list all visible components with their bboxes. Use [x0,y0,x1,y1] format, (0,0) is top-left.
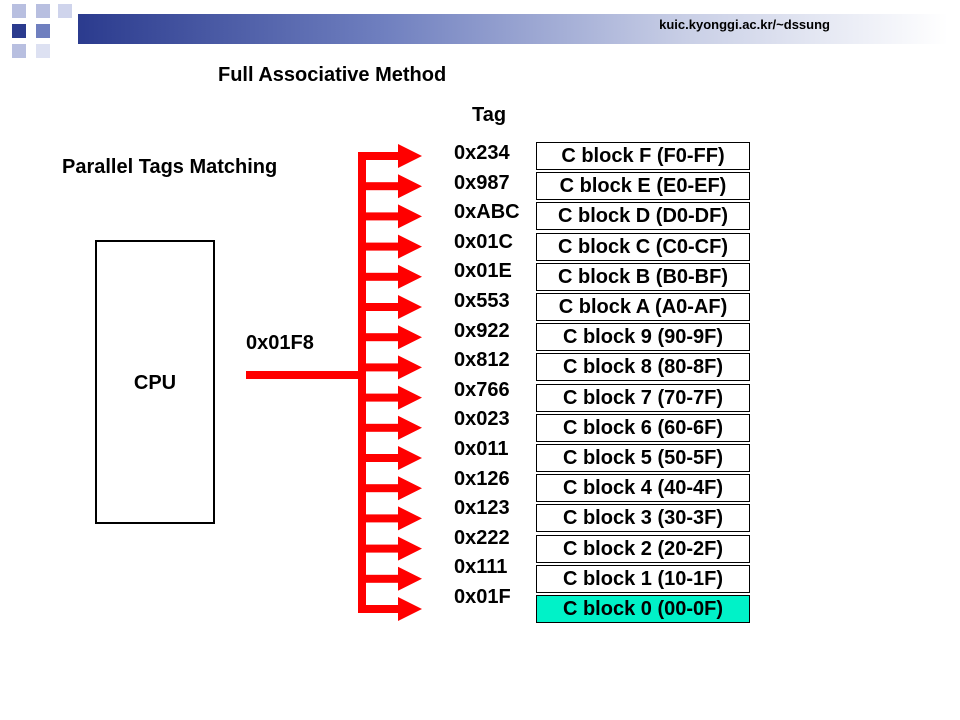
cache-block: C block F (F0-FF) [536,142,750,170]
arrow-bus [358,152,366,613]
arrow-head [398,264,422,289]
cache-block: C block 3 (30-3F) [536,504,750,533]
arrow-head [398,144,422,168]
arrow-head [398,174,422,199]
tag-value: 0x234 [454,142,510,164]
cache-block: C block D (D0-DF) [536,202,750,231]
arrow-head [398,355,422,380]
arrow-shaft [358,605,400,613]
arrow-head [398,476,422,501]
address-label: 0x01F8 [246,332,314,354]
tag-value: 0x553 [454,290,510,312]
parallel-tags-label: Parallel Tags Matching [62,156,278,178]
tag-value: 0x987 [454,171,510,194]
cache-block: C block E (E0-EF) [536,172,750,201]
tag-value: 0x011 [454,438,509,460]
header-square-5 [36,24,50,38]
tag-value: 0x01C [454,230,513,253]
arrow-head [398,536,422,561]
cache-block: C block 5 (50-5F) [536,444,750,472]
header-bar [78,14,948,44]
header-square-6 [12,44,26,58]
cache-block: C block 4 (40-4F) [536,474,750,503]
header-square-3 [58,4,72,18]
cache-block: C block 1 (10-1F) [536,564,750,593]
arrow-shaft [358,393,400,402]
arrow-shaft [358,242,400,251]
slide-title: Full Associative Method [218,64,447,86]
arrow-shaft [358,212,400,221]
tag-value: 0x126 [454,467,510,490]
site-url: kuic.kyonggi.ac.kr/~dssung [659,17,830,32]
arrow-shaft [358,152,400,160]
cache-block: C block A (A0-AF) [536,293,750,321]
arrow-head [398,204,422,229]
arrow-head [398,566,422,591]
arrow-shaft [358,363,400,372]
arrow-head [398,506,422,531]
tag-value: 0x222 [454,526,510,549]
tag-column-header: Tag [472,104,507,126]
header-square-7 [36,44,50,58]
tag-value: 0xABC [454,201,520,224]
arrow-shaft [358,544,400,553]
arrow-shaft [358,333,400,342]
arrow-head [398,325,422,350]
cache-block: C block B (B0-BF) [536,262,750,291]
arrow-head [398,446,422,470]
cpu-box: CPU [95,240,215,524]
cache-block-hit: C block 0 (00-0F) [536,595,750,623]
arrow-head [398,234,422,259]
cache-block: C block C (C0-CF) [536,232,750,261]
tag-value: 0x023 [454,408,510,431]
arrow-head [398,385,422,410]
cpu-label: CPU [133,372,177,394]
arrow-shaft [358,272,400,281]
cache-block: C block 2 (20-2F) [536,534,750,563]
arrow-shaft [358,303,400,311]
tag-value: 0x01E [454,260,512,283]
tag-value: 0x766 [454,378,510,401]
arrow-head [398,415,422,440]
cache-block: C block 9 (90-9F) [536,323,750,352]
arrow-shaft [358,514,400,523]
tag-value: 0x111 [454,556,508,579]
header-square-4 [12,24,26,38]
arrow-shaft [358,423,400,432]
arrow-shaft [358,454,400,462]
cache-block: C block 7 (70-7F) [536,383,750,412]
arrow-head [398,597,422,621]
arrow-shaft [358,574,400,583]
header-square-2 [36,4,50,18]
header-square-1 [12,4,26,18]
tag-value: 0x922 [454,319,510,342]
arrow-shaft [358,484,400,493]
cache-block: C block 6 (60-6F) [536,413,750,442]
address-line [246,371,366,379]
arrow-shaft [358,182,400,191]
tag-value: 0x123 [454,497,510,520]
cache-block: C block 8 (80-8F) [536,353,750,382]
tag-value: 0x812 [454,349,510,372]
arrow-head [398,295,422,319]
tag-value: 0x01F [454,586,511,608]
